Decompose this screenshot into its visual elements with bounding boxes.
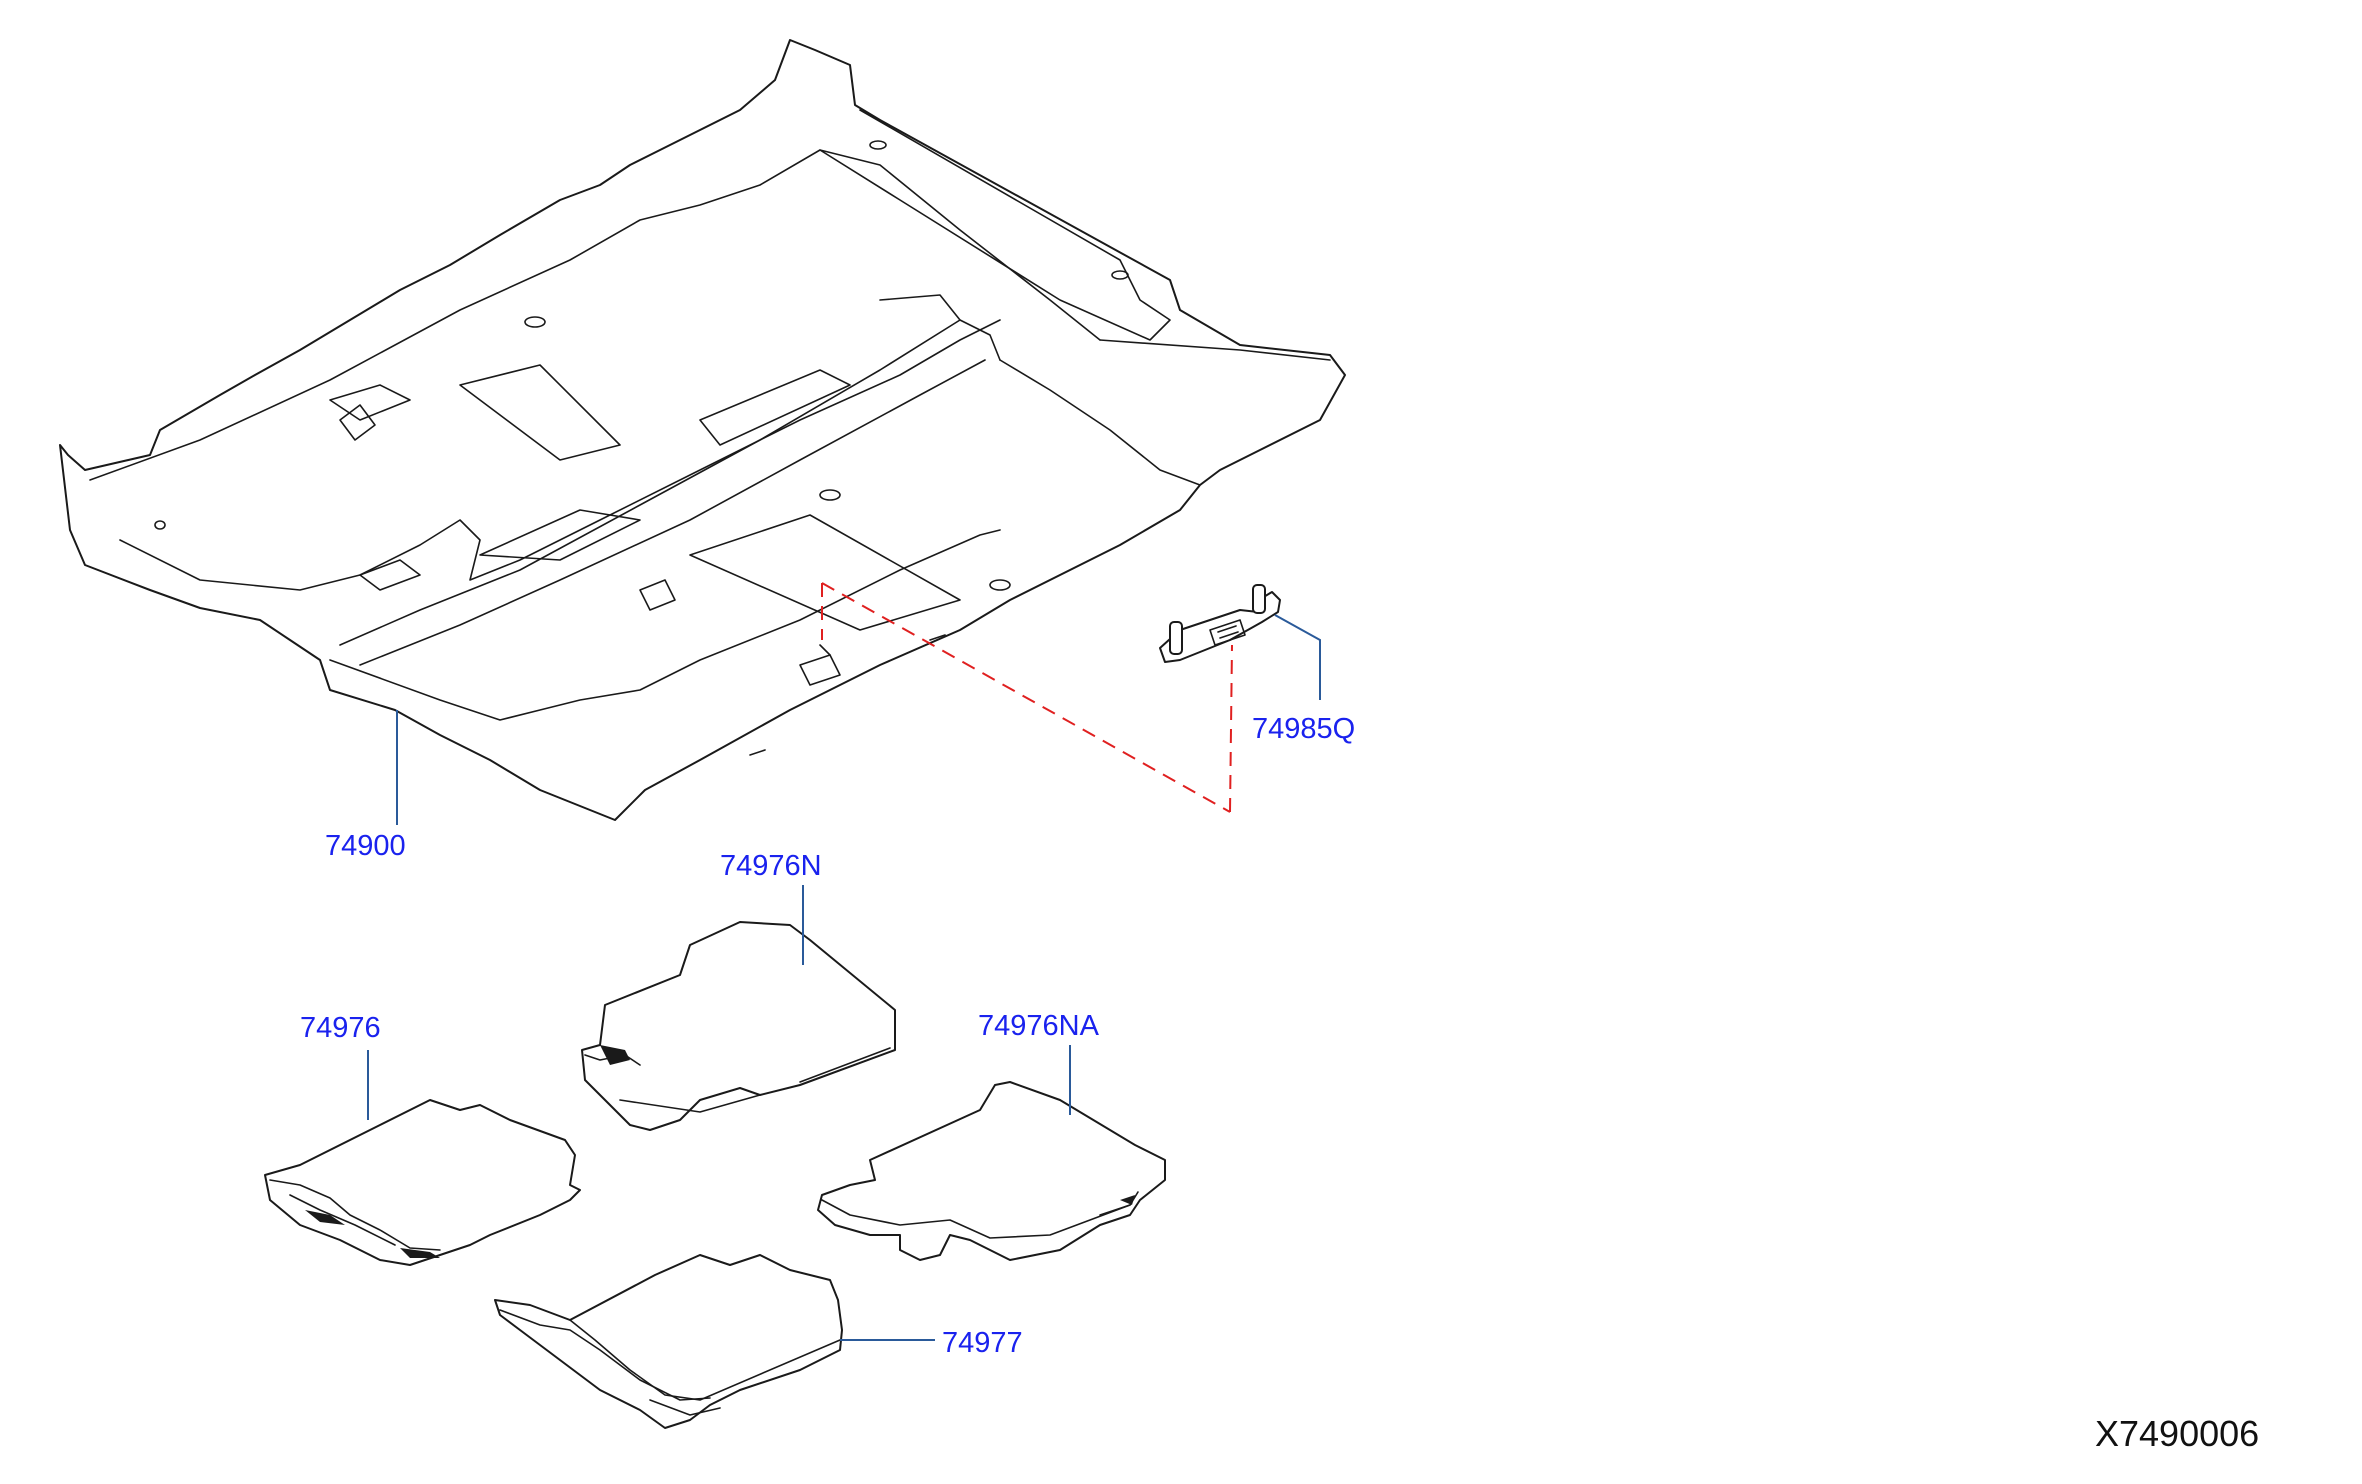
drawing-code: X7490006 bbox=[2095, 1413, 2259, 1454]
part-label-74976[interactable]: 74976 bbox=[300, 1012, 381, 1044]
floor-carpet-assembly[interactable] bbox=[59, 39, 1346, 821]
rear-floor-mat-right[interactable] bbox=[817, 1081, 1166, 1261]
part-label-74976NA[interactable]: 74976NA bbox=[978, 1010, 1100, 1042]
front-floor-mat-right[interactable] bbox=[581, 921, 896, 1131]
part-label-74985Q[interactable]: 74985Q bbox=[1252, 713, 1355, 745]
clip-fastener[interactable] bbox=[1159, 584, 1281, 663]
assembly-reference-line bbox=[821, 582, 1233, 813]
rear-floor-mat-center[interactable] bbox=[494, 1254, 843, 1429]
part-label-74976N[interactable]: 74976N bbox=[720, 850, 822, 882]
leader-74985Q bbox=[1274, 614, 1321, 700]
part-label-74977[interactable]: 74977 bbox=[942, 1327, 1023, 1359]
part-label-74900[interactable]: 74900 bbox=[325, 830, 406, 862]
front-floor-mat-left[interactable] bbox=[264, 1099, 581, 1266]
